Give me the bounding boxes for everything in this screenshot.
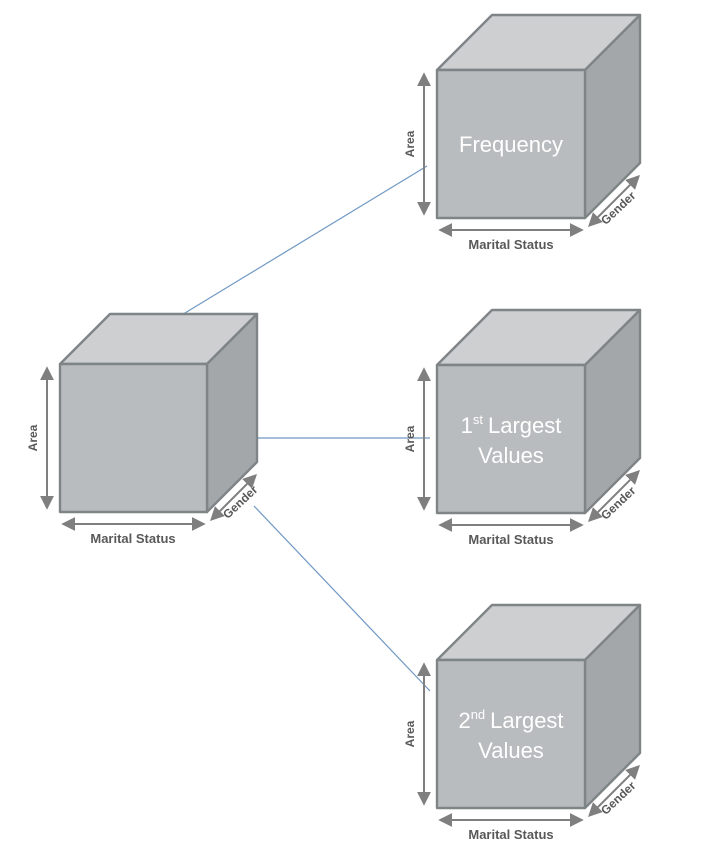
first-largest-title-number: 1	[461, 413, 473, 438]
connector-source-to-second-largest	[253, 505, 431, 692]
frequency-cube-title: Frequency	[459, 132, 563, 157]
frequency-cube-front-face	[435, 68, 587, 220]
source-cube-front-face	[58, 362, 209, 514]
first-largest-title-word: Largest	[488, 413, 561, 438]
first-largest-gender-axis-arrow	[588, 470, 640, 522]
second-largest-cube-front-face	[435, 658, 587, 810]
second-largest-cube-title-line2: Values	[478, 738, 544, 763]
first-largest-cube-title-line1: 1st Largest	[461, 412, 562, 438]
source-area-axis-label: Area	[26, 424, 40, 451]
second-largest-title-ordinal-superscript: nd	[471, 707, 485, 722]
connector-source-to-frequency	[179, 165, 428, 317]
frequency-cube: Frequency Area Marital Status Gender	[403, 13, 642, 252]
source-marital-status-axis-label: Marital Status	[90, 531, 175, 546]
second-largest-title-number: 2	[458, 708, 470, 733]
frequency-area-axis-label: Area	[403, 130, 417, 157]
source-cube: Area Marital Status Gender	[26, 312, 261, 546]
first-largest-cube-front-face	[435, 363, 587, 515]
second-largest-title-word: Largest	[490, 708, 563, 733]
source-gender-axis-arrow	[210, 474, 257, 521]
second-largest-area-axis-label: Area	[403, 720, 417, 747]
connectors	[179, 165, 431, 692]
second-largest-marital-status-axis-label: Marital Status	[468, 827, 553, 842]
frequency-gender-axis-arrow	[588, 175, 640, 227]
first-largest-cube-title-line2: Values	[478, 443, 544, 468]
first-largest-title-ordinal-superscript: st	[473, 412, 484, 427]
frequency-marital-status-axis-label: Marital Status	[468, 237, 553, 252]
first-largest-marital-status-axis-label: Marital Status	[468, 532, 553, 547]
first-largest-area-axis-label: Area	[403, 425, 417, 452]
second-largest-gender-axis-arrow	[588, 765, 640, 817]
second-largest-cube-title-line1: 2nd Largest	[458, 707, 563, 733]
